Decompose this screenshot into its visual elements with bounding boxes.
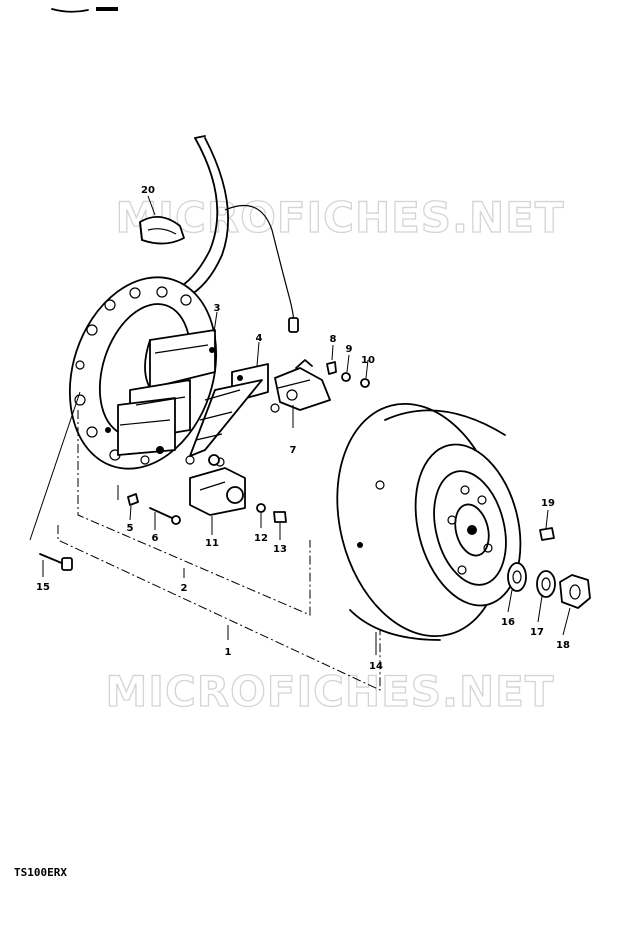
callout-8: 8 [330, 334, 337, 345]
ignition-coil-part-4 [185, 363, 269, 467]
callout-6: 6 [152, 533, 159, 544]
callout-16: 16 [501, 617, 515, 628]
callout-5: 5 [127, 523, 134, 534]
lock-washer-part-17 [536, 570, 556, 598]
callout-11: 11 [205, 538, 219, 549]
model-code: TS100ERX [14, 866, 67, 879]
bracket-part-11 [189, 454, 246, 516]
callout-7: 7 [290, 445, 297, 456]
callout-9: 9 [346, 344, 353, 355]
key-part-19 [539, 527, 555, 541]
nut-part-18 [559, 574, 591, 609]
grommet-part-20 [139, 216, 185, 245]
callout-10: 10 [361, 355, 375, 366]
washer-part-16 [507, 562, 527, 592]
callout-19: 19 [541, 498, 555, 509]
watermark-top: MICROFICHES.NET [116, 193, 565, 242]
header-mark [51, 7, 118, 13]
callout-13: 13 [273, 544, 287, 555]
stator-coils [105, 329, 216, 456]
callout-20: 20 [141, 185, 155, 196]
leader-lines [29, 195, 571, 691]
callout-2: 2 [181, 583, 188, 594]
callout-17: 17 [530, 627, 544, 638]
callout-12: 12 [254, 533, 268, 544]
callout-4: 4 [256, 333, 263, 344]
flywheel-rotor-part-14 [336, 402, 522, 641]
watermark-bottom: MICROFICHES.NET [106, 667, 555, 716]
callout-1: 1 [225, 647, 232, 658]
contact-breaker-part-7 [270, 359, 331, 413]
callout-18: 18 [556, 640, 570, 651]
wiring-harness [174, 135, 299, 333]
callout-3: 3 [214, 303, 221, 314]
callout-labels: 1 2 3 4 5 6 7 8 9 10 11 12 13 14 15 16 1… [36, 185, 570, 672]
callout-14: 14 [369, 661, 383, 672]
small-hardware [39, 361, 370, 571]
callout-15: 15 [36, 582, 50, 593]
